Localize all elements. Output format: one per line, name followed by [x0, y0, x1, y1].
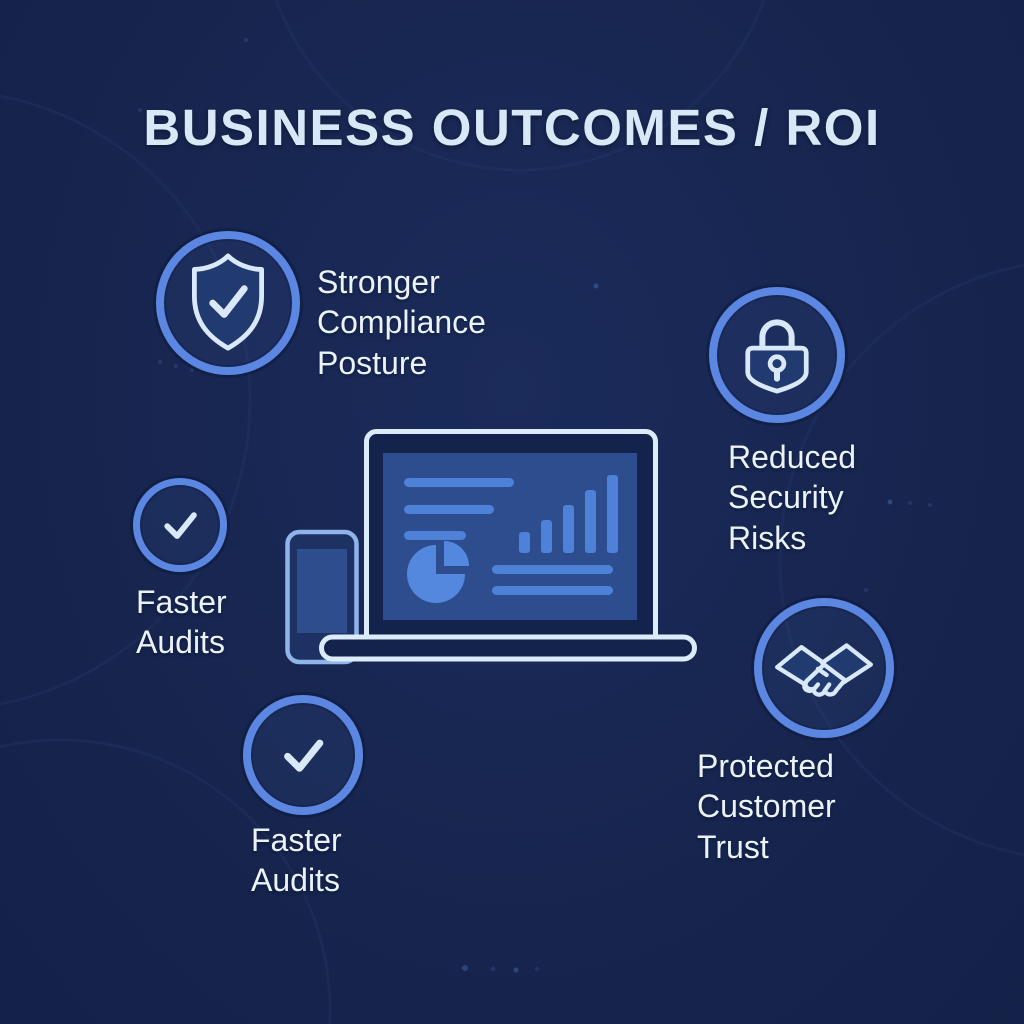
bar — [607, 475, 618, 553]
bar-chart — [519, 475, 618, 553]
page-title: BUSINESS OUTCOMES / ROI — [143, 99, 881, 156]
item-label-audits-bottom: Faster Audits — [251, 822, 342, 899]
trust-badge — [754, 598, 894, 738]
handshake-icon — [775, 643, 873, 697]
compliance-badge — [156, 231, 300, 375]
audits-left-badge — [133, 478, 227, 572]
audits-bottom-badge — [243, 695, 363, 815]
item-label-audits-left: Faster Audits — [136, 584, 227, 661]
item-label-trust: Protected Customer Trust — [697, 748, 836, 865]
shield-check-icon — [192, 253, 264, 351]
check-icon — [284, 739, 324, 772]
bar — [519, 532, 530, 553]
bar — [585, 490, 596, 553]
security-badge — [709, 287, 845, 423]
bar — [541, 520, 552, 553]
pie-chart — [407, 541, 469, 603]
check-icon — [164, 512, 197, 539]
laptop-analytics-illustration — [285, 429, 697, 665]
devices-illustration — [280, 415, 720, 675]
phone-icon — [285, 529, 359, 665]
laptop-base — [319, 634, 697, 662]
item-label-security: Reduced Security Risks — [728, 439, 857, 556]
item-label-compliance: Stronger Compliance Posture — [317, 264, 486, 381]
laptop-icon — [364, 429, 658, 646]
bar — [563, 505, 574, 553]
lock-icon — [745, 319, 809, 394]
